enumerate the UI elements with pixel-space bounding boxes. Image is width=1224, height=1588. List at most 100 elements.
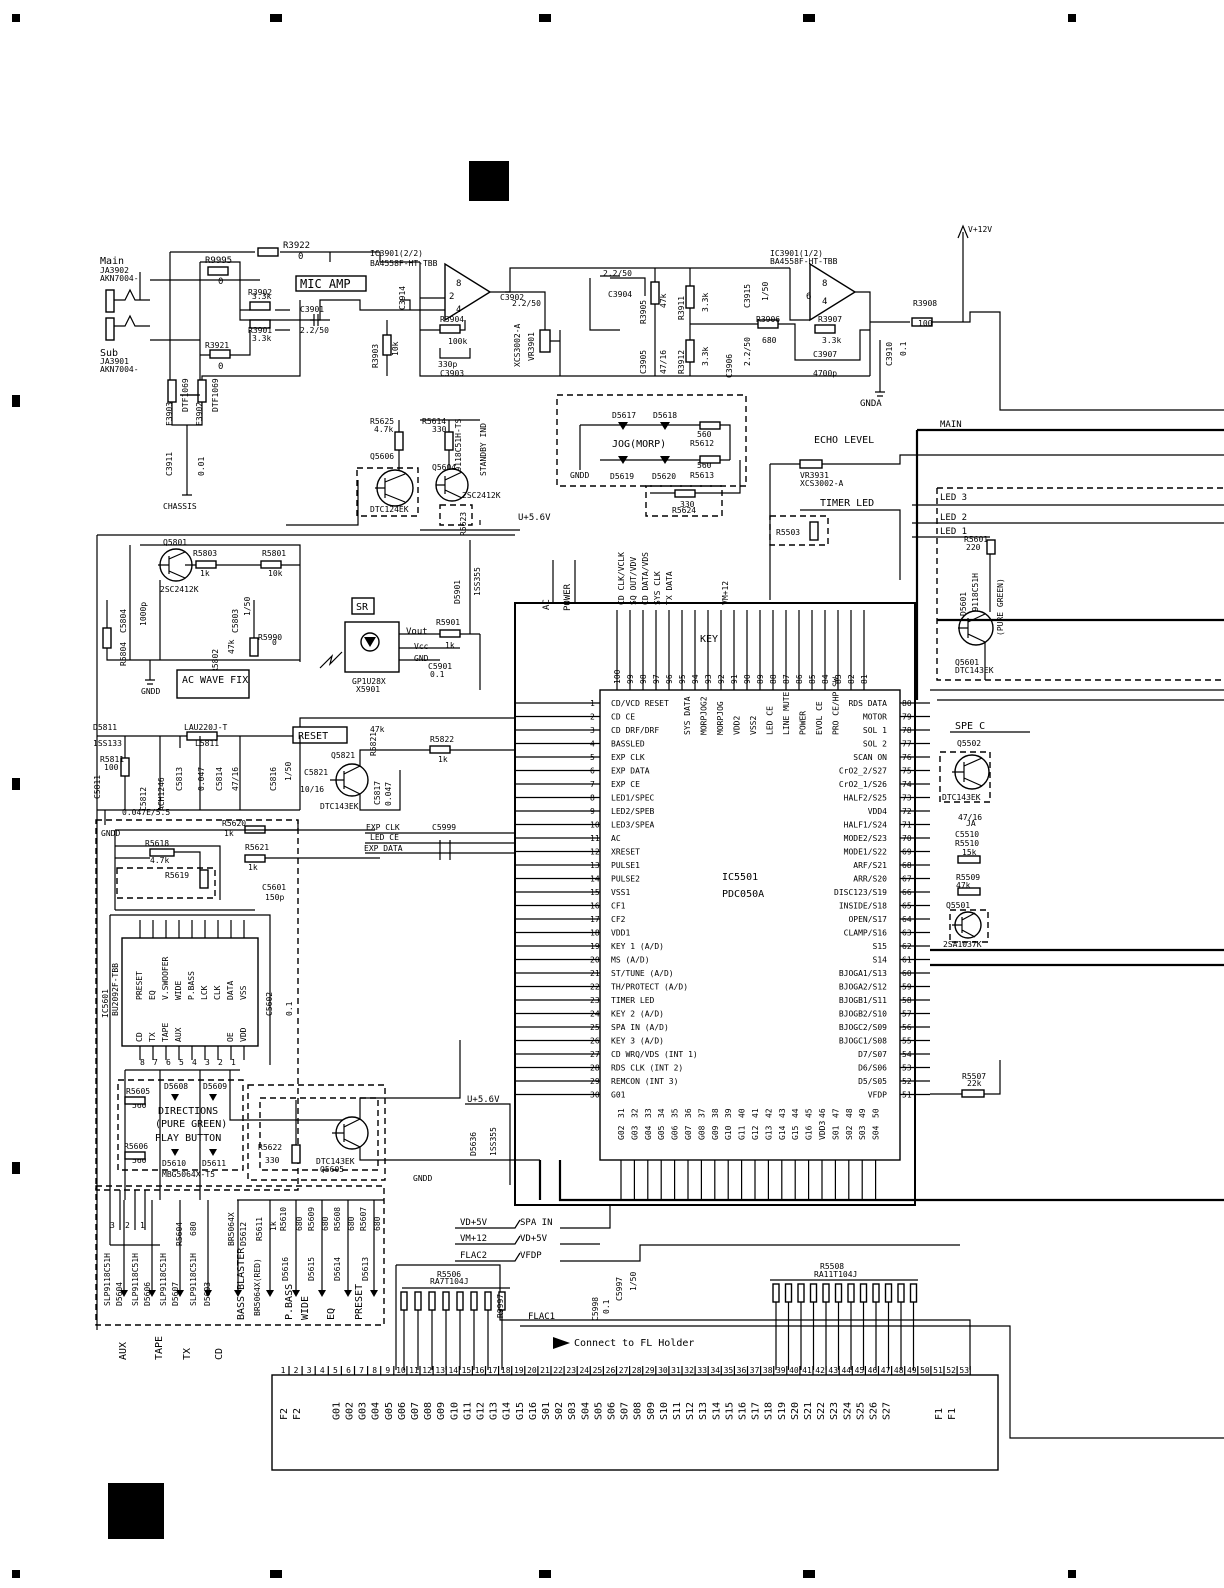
svg-text:2SC2412K: 2SC2412K xyxy=(160,585,199,594)
fl-pin-label: G06 xyxy=(397,1402,408,1420)
fl-pin-label: G14 xyxy=(502,1402,513,1420)
ic5501-top-net-label: TX DATA xyxy=(665,571,674,605)
svg-text:2SC2412K: 2SC2412K xyxy=(462,491,501,500)
svg-text:Q5604: Q5604 xyxy=(432,463,456,472)
svg-text:1SS355: 1SS355 xyxy=(489,1127,498,1156)
svg-text:47k: 47k xyxy=(370,725,385,734)
ic5501-bottom-pin-label: G15 xyxy=(791,1125,800,1140)
fl-pin-number: 15 xyxy=(462,1366,472,1375)
directions-part: MBG5064X-T5 xyxy=(162,1170,215,1179)
ic5501-bottom-pin-label: G16 xyxy=(805,1125,814,1140)
svg-text:Q5601: Q5601 xyxy=(955,658,979,667)
fl-pin-number: 25 xyxy=(593,1366,603,1375)
svg-text:1000p: 1000p xyxy=(139,602,148,626)
svg-text:D5604: D5604 xyxy=(115,1282,124,1306)
ic5501-left-pin-label: EXP CLK xyxy=(611,753,645,762)
d5619-label: D5619 xyxy=(610,472,634,481)
section-marker-top xyxy=(469,161,509,201)
ic5501-left-pin-label: KEY 1 (A/D) xyxy=(611,942,664,951)
fl-pin-label: S23 xyxy=(829,1402,840,1420)
svg-text:3: 3 xyxy=(205,1058,210,1067)
svg-text:R5611: R5611 xyxy=(255,1217,264,1241)
svg-text:47/16: 47/16 xyxy=(958,813,982,822)
section-marker-bottom xyxy=(108,1483,164,1539)
svg-text:Q5606: Q5606 xyxy=(370,452,394,461)
svg-text:R5503: R5503 xyxy=(776,528,800,537)
svg-text:R5623: R5623 xyxy=(459,512,468,536)
fl-pin-label: S27 xyxy=(882,1402,893,1420)
fl-pin-number: 16 xyxy=(475,1366,485,1375)
fl-pin-label: G05 xyxy=(384,1402,395,1420)
svg-text:8: 8 xyxy=(456,279,461,289)
fl-holder-label: Connect to FL Holder xyxy=(574,1338,694,1349)
fl-pin-number: 34 xyxy=(710,1366,720,1375)
svg-text:0.047E/5.5: 0.047E/5.5 xyxy=(122,808,170,817)
mic-amp-section: Main JA3902 AKN7004- Sub JA3901 AKN7004-… xyxy=(100,224,1224,511)
ic5501-top-net-label: CD CLK/VCLK xyxy=(617,552,626,605)
svg-text:4.7k: 4.7k xyxy=(150,856,169,865)
svg-text:1: 1 xyxy=(231,1058,236,1067)
fl-pin-label: F1 xyxy=(947,1408,958,1420)
svg-text:R3911: R3911 xyxy=(677,296,686,320)
ic5501-left-pin-label: KEY 2 (A/D) xyxy=(611,1010,664,1019)
power-nets-section: VD+5V VM+12 FLAC2 SPA IN VD+5V VFDP FLAC… xyxy=(395,1205,1224,1439)
svg-text:R5621: R5621 xyxy=(245,843,269,852)
fl-pin-label: G04 xyxy=(371,1402,382,1420)
svg-text:SLP9118C51H: SLP9118C51H xyxy=(131,1253,140,1306)
resistor-array-element xyxy=(797,1283,805,1303)
ic5601-top-pin-label: V.SWOOFER xyxy=(161,956,170,1000)
resistor-r3907 xyxy=(814,324,836,334)
fl-pin-label: G13 xyxy=(489,1402,500,1420)
led-icon xyxy=(204,1290,212,1297)
ic5601-top-pin-label: P.BASS xyxy=(187,971,196,1000)
led-d5618-icon xyxy=(660,422,670,430)
svg-text:R9995: R9995 xyxy=(205,256,232,266)
svg-text:R5605: R5605 xyxy=(126,1087,150,1096)
ic5501-right-pin-label: ARF/S21 xyxy=(853,861,887,870)
ic5501-bottom-pin-number: 32 xyxy=(630,1108,639,1118)
fl-pin-label: G12 xyxy=(476,1402,487,1420)
ic5501-right-pin-label: CrO2_1/S26 xyxy=(839,780,887,789)
resistor-array-r5506 xyxy=(400,1291,506,1370)
fl-pin-number: 1 xyxy=(281,1366,286,1375)
fl-pin-number: 28 xyxy=(632,1366,642,1375)
svg-text:C3911: C3911 xyxy=(165,452,174,476)
svg-text:8: 8 xyxy=(140,1058,145,1067)
svg-text:0.047: 0.047 xyxy=(384,782,393,806)
ic5501-bottom-pin-number: 35 xyxy=(671,1108,680,1118)
ic5501-left-pin-label: VDD1 xyxy=(611,929,630,938)
ic5501-bottom-pin-label: S03 xyxy=(858,1125,867,1140)
led-icon xyxy=(176,1290,184,1297)
led-d5617-icon xyxy=(618,422,628,430)
ic5501-right-pin-label: SCAN ON xyxy=(853,753,887,762)
svg-text:SLP9118C51H: SLP9118C51H xyxy=(159,1253,168,1306)
bottom-led-function-label: P.BASS xyxy=(284,1284,295,1320)
fl-pin-number: 11 xyxy=(409,1366,419,1375)
ic5501-top-pin-label: POWER xyxy=(799,711,808,735)
ic5501-right-pin-label: CrO2_2/S27 xyxy=(839,767,887,776)
svg-text:47/16: 47/16 xyxy=(231,767,240,791)
fl-pin-number: 17 xyxy=(488,1366,498,1375)
svg-text:R5801: R5801 xyxy=(262,549,286,558)
reset-label-box xyxy=(292,726,348,744)
ic5501-bottom-pin-label: G08 xyxy=(697,1125,706,1140)
svg-text:0.1: 0.1 xyxy=(285,1001,294,1016)
ic5501-right-pin-label: D6/S06 xyxy=(858,1064,887,1073)
ic5501-bottom-pin-number: 50 xyxy=(872,1108,881,1118)
fl-pin-label: S08 xyxy=(633,1402,644,1420)
svg-text:C3907: C3907 xyxy=(813,350,837,359)
svg-text:1SS355: 1SS355 xyxy=(473,567,482,596)
svg-text:330p: 330p xyxy=(438,360,457,369)
resistor-array-element xyxy=(428,1291,436,1311)
r5613-value: 560 xyxy=(697,461,712,470)
svg-text:Q5801: Q5801 xyxy=(163,538,187,547)
ic5501-left-pin-label: EXP DATA xyxy=(611,767,650,776)
fl-pin-number: 3 xyxy=(307,1366,312,1375)
svg-text:D5614: D5614 xyxy=(333,1257,342,1281)
ic5501-top-net-label: CD DATA/VDS xyxy=(641,552,650,605)
svg-text:R5622: R5622 xyxy=(258,1143,282,1152)
net-flac1-label: FLAC1 xyxy=(528,1312,555,1322)
